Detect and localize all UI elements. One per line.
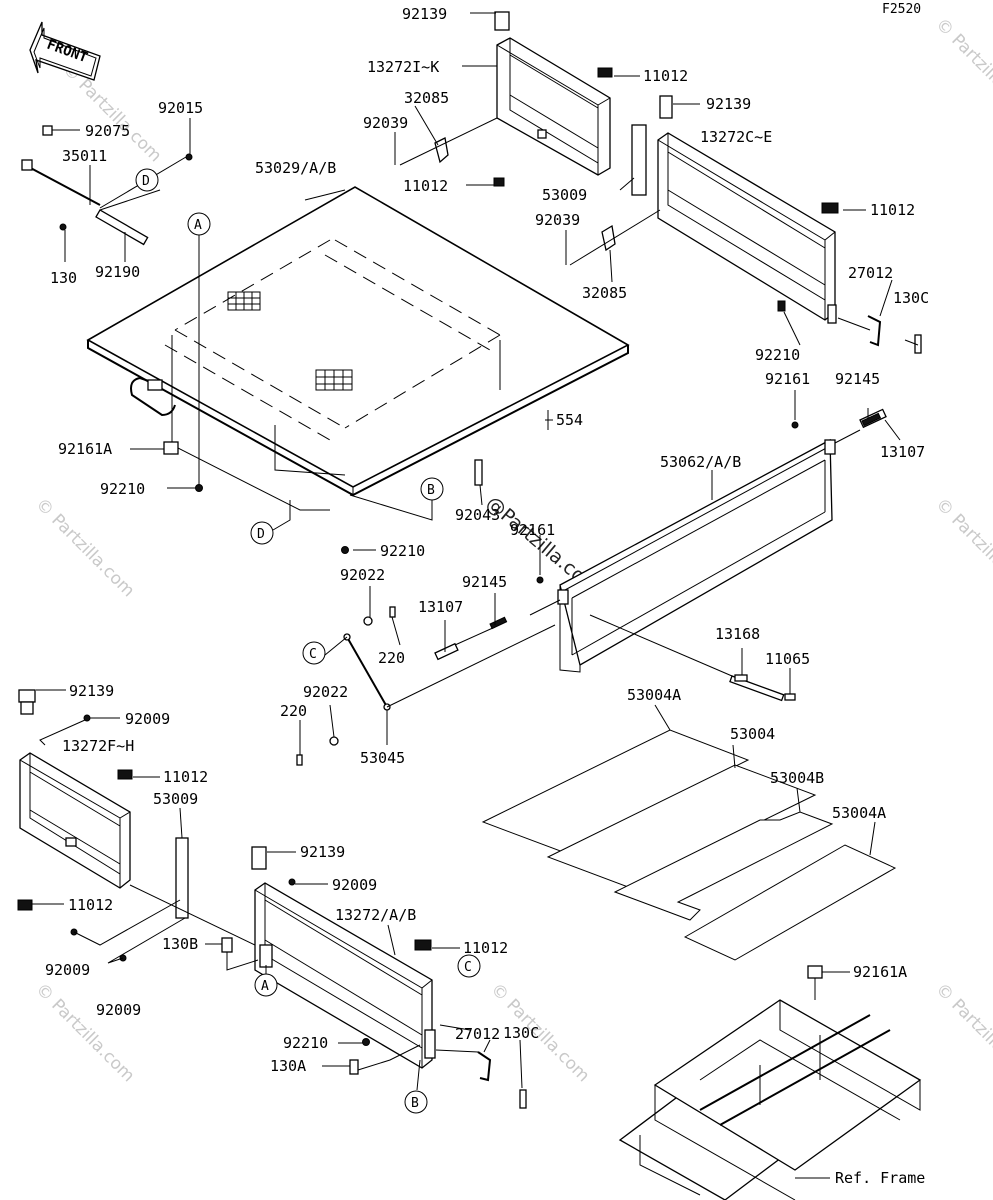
part-53009-a: 53009	[542, 186, 587, 204]
watermark-mid-left: © Partzilla.com	[31, 494, 138, 601]
part-53004A-a: 53004A	[627, 686, 681, 704]
part-27012-a: 27012	[848, 264, 893, 282]
part-11012-f: 11012	[463, 939, 508, 957]
grille-left-icon	[227, 291, 261, 311]
part-220-a: 220	[378, 649, 405, 667]
part-130: 130	[50, 269, 77, 287]
part-11012-d: 11012	[163, 768, 208, 786]
part-53004B: 53004B	[770, 769, 824, 787]
floor-mats	[481, 729, 897, 961]
ref-frame	[618, 965, 922, 1200]
callout-c-right: C	[457, 954, 481, 978]
part-92161A-b: 92161A	[853, 963, 907, 981]
part-130C-a: 130C	[893, 289, 929, 307]
side-panel-13272I-K	[434, 11, 613, 187]
part-32085-b: 32085	[582, 284, 627, 302]
figure-code: F2520	[882, 2, 921, 17]
callout-c-left-label: C	[309, 647, 317, 662]
callout-b-top: B	[349, 477, 444, 521]
callout-d-top: D	[135, 168, 159, 192]
part-92161A-a: 92161A	[58, 440, 112, 458]
part-92210-b: 92210	[100, 480, 145, 498]
part-92015: 92015	[158, 99, 203, 117]
callout-d-top-label: D	[142, 174, 150, 189]
part-92161-b: 92161	[510, 521, 555, 539]
part-92161-a: 92161	[765, 370, 810, 388]
part-53029-A-B: 53029/A/B	[255, 159, 336, 177]
part-11012-b: 11012	[403, 177, 448, 195]
grille-center-icon	[315, 369, 353, 391]
callout-c-right-label: C	[464, 960, 472, 975]
part-32085-a: 32085	[404, 89, 449, 107]
hardware	[21, 125, 922, 1109]
part-92009-a: 92009	[125, 710, 170, 728]
part-92210-d: 92210	[283, 1034, 328, 1052]
part-13107-a: 13107	[880, 443, 925, 461]
part-92145-b: 92145	[462, 573, 507, 591]
part-130A: 130A	[270, 1057, 306, 1075]
watermark-mid-right: © Partzilla.com	[931, 494, 993, 601]
part-220-b: 220	[280, 702, 307, 720]
part-92210-c: 92210	[380, 542, 425, 560]
watermark-lower-left: © Partzilla.com	[31, 979, 138, 1086]
callout-a-top-label: A	[194, 218, 202, 233]
part-92139-d: 92139	[300, 843, 345, 861]
part-130B: 130B	[162, 935, 198, 953]
part-13107-b: 13107	[418, 598, 463, 616]
part-13272-A-B: 13272/A/B	[335, 906, 416, 924]
part-53045: 53045	[360, 749, 405, 767]
part-92139-top: 92139	[402, 5, 447, 23]
side-panel-13272C-E	[601, 95, 882, 347]
part-53004A-b: 53004A	[832, 804, 886, 822]
side-panel-13272F-H	[17, 689, 189, 919]
part-130C-b: 130C	[503, 1024, 539, 1042]
callout-d-bottom-label: D	[257, 527, 265, 542]
part-13272F-H: 13272F~H	[62, 737, 134, 755]
part-92039-a: 92039	[363, 114, 408, 132]
part-13168: 13168	[715, 625, 760, 643]
callout-a-bottom: A	[254, 973, 278, 997]
part-53062-A-B: 53062/A/B	[660, 453, 741, 471]
watermark-lower-right: © Partzilla.com	[931, 979, 993, 1086]
part-92145-a: 92145	[835, 370, 880, 388]
callout-b-bottom-label: B	[411, 1096, 419, 1111]
part-11012-a: 11012	[643, 67, 688, 85]
part-13272C-E: 13272C~E	[700, 128, 772, 146]
ref-frame-label: Ref. Frame	[835, 1169, 925, 1187]
side-panel-13272-A-B	[251, 846, 492, 1082]
part-11012-e: 11012	[68, 896, 113, 914]
part-92139-c: 92139	[69, 682, 114, 700]
callout-c-left: C	[302, 641, 326, 665]
callout-d-bottom: D	[250, 500, 291, 545]
tailgate-53062	[434, 408, 887, 702]
part-27012-b: 27012	[455, 1025, 500, 1043]
part-92075: 92075	[85, 122, 130, 140]
leader-lines	[32, 12, 919, 1179]
part-53009-b: 53009	[153, 790, 198, 808]
part-92009-c: 92009	[45, 961, 90, 979]
part-554: 554	[556, 411, 583, 429]
part-92009-b: 92009	[332, 876, 377, 894]
part-13272I-K: 13272I~K	[367, 58, 439, 76]
part-11012-c: 11012	[870, 201, 915, 219]
callout-b-top-label: B	[427, 483, 435, 498]
cargo-bed-floor	[86, 186, 630, 511]
part-92022-b: 92022	[303, 683, 348, 701]
part-92022-a: 92022	[340, 566, 385, 584]
part-92190: 92190	[95, 263, 140, 281]
part-53004: 53004	[730, 725, 775, 743]
callout-a-top: A	[187, 212, 211, 236]
part-labels: 92139 13272I~K 11012 32085 92039 11012 9…	[45, 5, 929, 1187]
part-11065: 11065	[765, 650, 810, 668]
callout-a-bottom-label: A	[261, 979, 269, 994]
callout-b-bottom: B	[404, 1090, 428, 1114]
part-92043: 92043	[455, 506, 500, 524]
part-92139-b: 92139	[706, 95, 751, 113]
part-92009-d: 92009	[96, 1001, 141, 1019]
part-92039-b: 92039	[535, 211, 580, 229]
part-35011: 35011	[62, 147, 107, 165]
watermark-top-right: © Partzilla.com	[931, 14, 993, 121]
part-92210-a: 92210	[755, 346, 800, 364]
